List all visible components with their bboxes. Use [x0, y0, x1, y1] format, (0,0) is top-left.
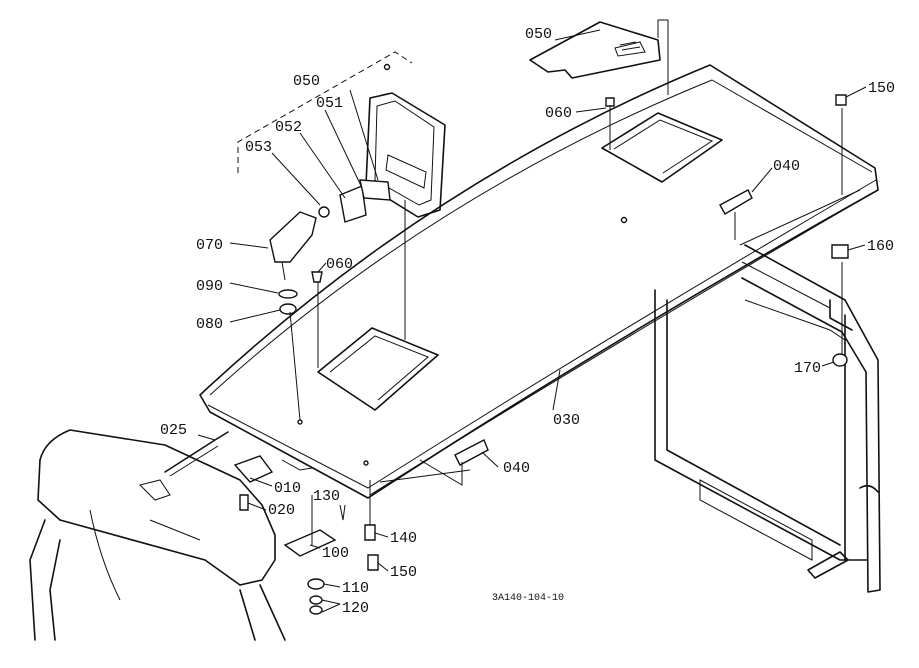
label-060-rear: 060: [545, 105, 572, 122]
label-100: 100: [322, 545, 349, 562]
label-051: 051: [316, 95, 343, 112]
grab-handles: [454, 189, 753, 466]
label-160: 160: [867, 238, 894, 255]
front-cab-frame: [29, 429, 286, 641]
hatch-latch-plate: [339, 179, 391, 223]
label-150-top: 150: [868, 80, 895, 97]
label-010: 010: [274, 480, 301, 497]
label-140: 140: [390, 530, 417, 547]
label-150-bottom: 150: [390, 564, 417, 581]
label-090: 090: [196, 278, 223, 295]
label-170: 170: [794, 360, 821, 377]
leader-lines: [197, 19, 867, 613]
label-020: 020: [268, 502, 295, 519]
label-052: 052: [275, 119, 302, 136]
fasteners: [239, 94, 849, 615]
label-050-hatch-cover: 050: [525, 26, 552, 43]
label-110: 110: [342, 580, 369, 597]
label-053: 053: [245, 139, 272, 156]
drawing-reference-code: 3A140-104-10: [492, 593, 564, 604]
label-080: 080: [196, 316, 223, 333]
label-030: 030: [553, 412, 580, 429]
label-120: 120: [342, 600, 369, 617]
hatch-cover-rear: [529, 21, 661, 79]
label-070: 070: [196, 237, 223, 254]
label-040-front: 040: [503, 460, 530, 477]
label-130: 130: [313, 488, 340, 505]
roof-panel: [199, 64, 879, 499]
rear-cab-frame: [654, 244, 881, 593]
label-050-assembly: 050: [293, 73, 320, 90]
assembly-bracket: [237, 51, 413, 173]
label-060-front: 060: [326, 256, 353, 273]
label-025: 025: [160, 422, 187, 439]
label-040-rear: 040: [773, 158, 800, 175]
antenna-base: [269, 206, 330, 315]
